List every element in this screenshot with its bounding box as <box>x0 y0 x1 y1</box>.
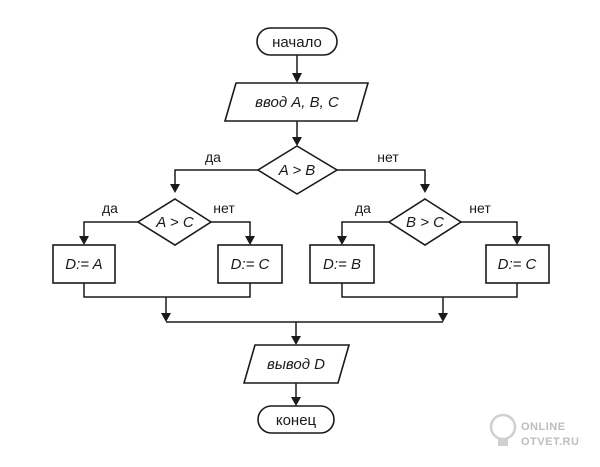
label-bc-yes: да <box>355 200 371 216</box>
assign-b-label: D:= B <box>323 256 361 273</box>
arrowhead <box>420 184 430 193</box>
input-label: ввод A, B, C <box>255 94 339 111</box>
start-label: начало <box>272 34 322 51</box>
arrowhead <box>245 236 255 245</box>
node-assign-c-right: D:= C <box>485 244 550 284</box>
node-assign-c-left: D:= C <box>217 244 283 284</box>
watermark: ONLINE OTVET.RU <box>489 413 579 448</box>
lightbulb-icon <box>489 413 517 446</box>
node-start: начало <box>256 27 338 56</box>
node-end: конец <box>257 405 335 434</box>
assign-c-left-label: D:= C <box>231 256 270 273</box>
assign-c-right-label: D:= C <box>498 256 537 273</box>
arrowhead <box>292 137 302 146</box>
label-ac-yes: да <box>102 200 118 216</box>
end-label: конец <box>276 412 317 429</box>
edge-bc-no <box>461 221 518 238</box>
arrowhead <box>291 397 301 406</box>
edge-ac-no <box>211 221 251 238</box>
output-label: вывод D <box>267 356 325 373</box>
node-cond-ac: A > C <box>136 198 213 246</box>
cond-bc-label: B > C <box>406 214 444 231</box>
arrowhead <box>438 313 448 322</box>
assign-a-label: D:= A <box>65 256 102 273</box>
edge-bc-yes <box>341 221 389 238</box>
edge-merge-right <box>341 283 518 298</box>
node-cond-bc: B > C <box>387 198 463 246</box>
edge-ab-yes <box>174 169 258 186</box>
edge-ab-no <box>337 169 426 186</box>
arrowhead <box>512 236 522 245</box>
label-ac-no: нет <box>213 200 235 216</box>
node-assign-a: D:= A <box>52 244 116 284</box>
label-bc-no: нет <box>469 200 491 216</box>
arrowhead <box>79 236 89 245</box>
node-assign-b: D:= B <box>309 244 375 284</box>
arrowhead <box>337 236 347 245</box>
arrowhead <box>161 313 171 322</box>
connectors <box>79 55 522 406</box>
watermark-line2: OTVET.RU <box>521 436 579 448</box>
node-cond-ab: A > B <box>256 145 339 195</box>
label-ab-yes: да <box>205 149 221 165</box>
arrowhead <box>291 336 301 345</box>
edge-merge-left <box>83 283 251 298</box>
arrowhead <box>292 73 302 83</box>
label-ab-no: нет <box>377 149 399 165</box>
node-input: ввод A, B, C <box>223 82 370 122</box>
watermark-line1: ONLINE <box>521 421 566 433</box>
cond-ac-label: A > C <box>155 214 194 231</box>
edge-ac-yes <box>83 221 138 238</box>
arrowhead <box>170 184 180 193</box>
node-output: вывод D <box>242 344 351 384</box>
cond-ab-label: A > B <box>278 162 316 179</box>
